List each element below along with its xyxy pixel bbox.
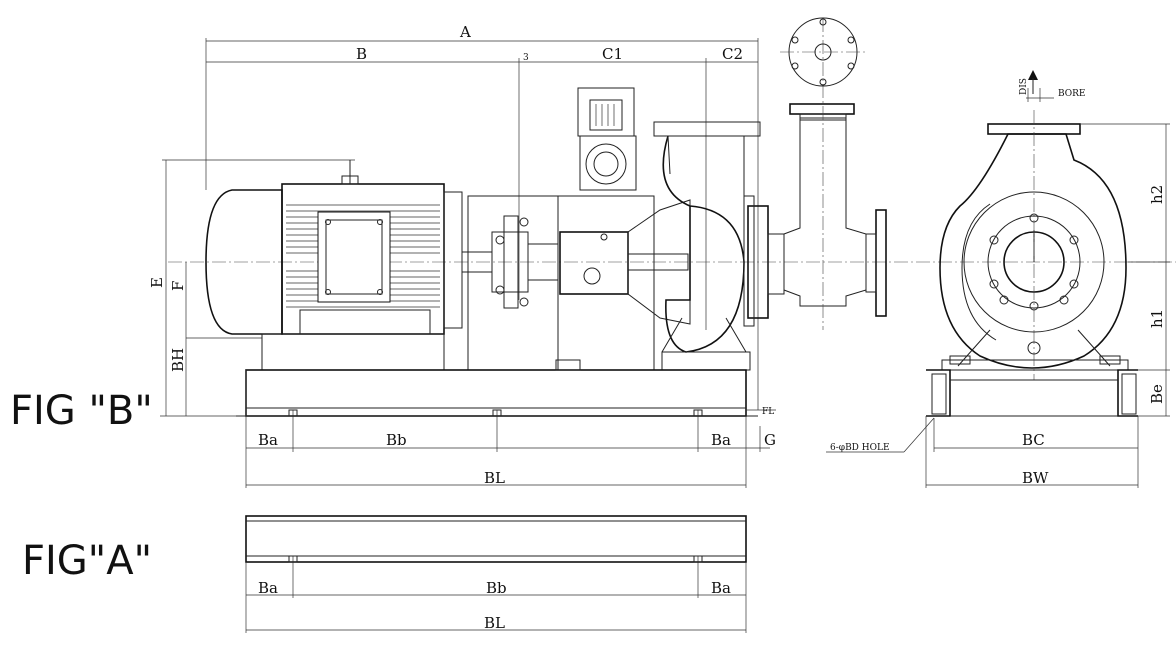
pump-front-view: DIS BORE h2 h1 Be <box>939 70 1170 417</box>
dim-G: G <box>764 431 776 449</box>
dim-E: E <box>148 277 166 288</box>
dim-h2: h2 <box>1148 185 1166 204</box>
dim-BORE: BORE <box>1058 89 1086 99</box>
dim-Be: Be <box>1148 384 1166 404</box>
bearing-frame <box>557 195 691 371</box>
dim-C2: C2 <box>722 45 743 63</box>
fig-a-dim-Ba-left: Ba <box>258 579 278 597</box>
discharge-pipe <box>767 17 887 330</box>
dim-BL: BL <box>484 469 505 487</box>
dim-B: B <box>356 45 367 63</box>
electric-motor <box>205 160 493 371</box>
fig-a-label: FIG"A" <box>22 538 152 584</box>
baseplate-fig-b: FL Ba Bb Ba G BL <box>236 359 776 488</box>
baseplate-front: 6-φBD HOLE BC BW <box>826 369 1139 488</box>
top-dimensions: A B 3 C1 C2 <box>205 23 759 410</box>
dim-BH: BH <box>169 348 187 372</box>
fig-a-dim-Bb: Bb <box>486 579 507 597</box>
dim-F: F <box>169 281 187 291</box>
dim-FL: FL <box>762 407 774 417</box>
fig-b-label: FIG "B" <box>10 388 153 434</box>
coupling-guard <box>467 195 559 371</box>
dim-BC: BC <box>1022 431 1045 449</box>
dim-h1: h1 <box>1148 309 1166 328</box>
dim-Bb: Bb <box>386 431 407 449</box>
baseplate-fig-a: Ba Bb Ba BL <box>245 515 747 633</box>
fig-a-dim-BL: BL <box>484 614 505 632</box>
dim-hole: 6-φBD HOLE <box>830 443 890 453</box>
dim-BW: BW <box>1022 469 1049 487</box>
fig-a-dim-Ba-right: Ba <box>711 579 731 597</box>
left-dimensions: E F BH <box>148 159 355 417</box>
dim-Ba-right: Ba <box>711 431 731 449</box>
dim-A: A <box>459 23 471 41</box>
dim-3: 3 <box>523 53 529 63</box>
dim-C1: C1 <box>602 45 623 63</box>
dim-Ba-left: Ba <box>258 431 278 449</box>
control-box <box>577 87 637 191</box>
dim-DIS: DIS <box>1019 78 1029 95</box>
pump-volute-side <box>653 121 769 371</box>
